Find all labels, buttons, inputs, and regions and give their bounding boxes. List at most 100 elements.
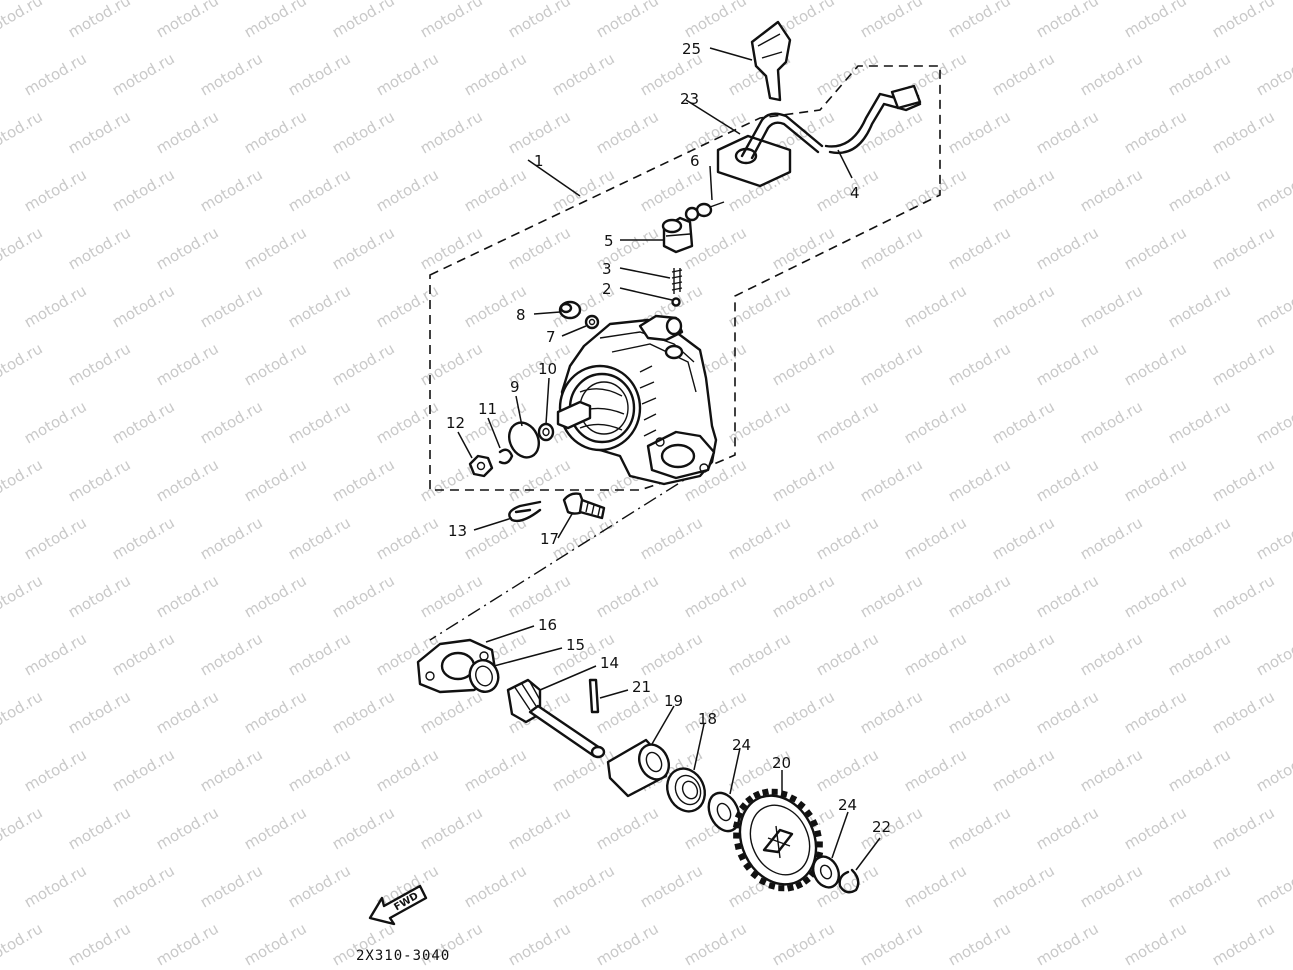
fwd-arrow-icon: FWD bbox=[368, 884, 428, 926]
watermark-text: motod.ru bbox=[461, 49, 530, 99]
diagram-code: 2X310-3040 bbox=[356, 948, 450, 964]
watermark-text: motod.ru bbox=[373, 281, 442, 331]
watermark-text: motod.ru bbox=[813, 165, 882, 215]
watermark-text: motod.ru bbox=[109, 397, 178, 447]
watermark-text: motod.ru bbox=[21, 49, 90, 99]
watermark-text: motod.ru bbox=[549, 49, 618, 99]
watermark-text: motod.ru bbox=[945, 803, 1014, 853]
watermark-text: motod.ru bbox=[21, 513, 90, 563]
watermark-text: motod.ru bbox=[109, 861, 178, 911]
watermark-text: motod.ru bbox=[901, 513, 970, 563]
watermark-text: motod.ru bbox=[1033, 687, 1102, 737]
watermark-text: motod.ru bbox=[901, 397, 970, 447]
gear-tooth bbox=[761, 788, 770, 796]
watermark-text: motod.ru bbox=[1033, 571, 1102, 621]
callout-13: 13 bbox=[448, 522, 467, 540]
callout-25: 25 bbox=[682, 40, 701, 58]
watermark-text: motod.ru bbox=[505, 223, 574, 273]
watermark-text: motod.ru bbox=[989, 513, 1058, 563]
watermark-text: motod.ru bbox=[813, 629, 882, 679]
watermark-text: motod.ru bbox=[21, 397, 90, 447]
watermark-text: motod.ru bbox=[857, 571, 926, 621]
watermark-text: motod.ru bbox=[1077, 513, 1146, 563]
watermark-text: motod.ru bbox=[0, 223, 46, 273]
gear-tooth bbox=[734, 811, 743, 820]
gear-tooth bbox=[737, 852, 746, 861]
watermark-text: motod.ru bbox=[0, 745, 2, 795]
watermark-text: motod.ru bbox=[989, 49, 1058, 99]
watermark-text: motod.ru bbox=[505, 919, 574, 969]
watermark-text: motod.ru bbox=[1253, 861, 1293, 911]
watermark-text: motod.ru bbox=[505, 455, 574, 505]
watermark-text: motod.ru bbox=[1165, 745, 1234, 795]
watermark-text: motod.ru bbox=[0, 281, 2, 331]
watermark-text: motod.ru bbox=[681, 919, 750, 969]
watermark-text: motod.ru bbox=[329, 0, 398, 41]
leader-lines bbox=[457, 47, 881, 871]
watermark-text: motod.ru bbox=[901, 629, 970, 679]
watermark-text: motod.ru bbox=[857, 687, 926, 737]
watermark-text: motod.ru bbox=[417, 571, 486, 621]
watermark-text: motod.ru bbox=[945, 0, 1014, 41]
watermark-text: motod.ru bbox=[329, 803, 398, 853]
part-20-gear bbox=[732, 788, 824, 892]
watermark-text: motod.ru bbox=[153, 571, 222, 621]
watermark-text: motod.ru bbox=[285, 629, 354, 679]
callout-8: 8 bbox=[516, 306, 526, 324]
watermark-text: motod.ru bbox=[241, 223, 310, 273]
watermark-text: motod.ru bbox=[945, 687, 1014, 737]
part-3-spring bbox=[671, 268, 683, 294]
watermark-text: motod.ru bbox=[681, 571, 750, 621]
watermark-text: motod.ru bbox=[241, 803, 310, 853]
watermark-text: motod.ru bbox=[21, 629, 90, 679]
watermark-text: motod.ru bbox=[109, 49, 178, 99]
gear-tooth bbox=[752, 790, 761, 799]
watermark-text: motod.ru bbox=[285, 49, 354, 99]
watermark-text: motod.ru bbox=[549, 745, 618, 795]
watermark-text: motod.ru bbox=[197, 513, 266, 563]
watermark-text: motod.ru bbox=[1121, 919, 1190, 969]
callout-10: 10 bbox=[538, 360, 557, 378]
watermark-text: motod.ru bbox=[857, 455, 926, 505]
watermark-text: motod.ru bbox=[153, 455, 222, 505]
watermark-text: motod.ru bbox=[1253, 745, 1293, 795]
watermark-text: motod.ru bbox=[505, 107, 574, 157]
watermark-text: motod.ru bbox=[1165, 629, 1234, 679]
callout-17: 17 bbox=[540, 530, 559, 548]
watermark-text: motod.ru bbox=[549, 861, 618, 911]
callout-12: 12 bbox=[446, 414, 465, 432]
watermark-text: motod.ru bbox=[1253, 165, 1293, 215]
watermark-text: motod.ru bbox=[461, 165, 530, 215]
watermark-text: motod.ru bbox=[241, 919, 310, 969]
gear-tooth bbox=[816, 841, 823, 848]
watermark-text: motod.ru bbox=[241, 107, 310, 157]
watermark-text: motod.ru bbox=[813, 49, 882, 99]
part-7-washer bbox=[584, 314, 600, 330]
watermark-text: motod.ru bbox=[417, 0, 486, 41]
watermark-text: motod.ru bbox=[1253, 513, 1293, 563]
watermark-text: motod.ru bbox=[197, 49, 266, 99]
watermark-text: motod.ru bbox=[109, 281, 178, 331]
watermark-text: motod.ru bbox=[1209, 107, 1278, 157]
part-12-nut bbox=[468, 454, 494, 478]
watermark-text: motod.ru bbox=[813, 745, 882, 795]
watermark-text: motod.ru bbox=[989, 629, 1058, 679]
watermark-text: motod.ru bbox=[1165, 397, 1234, 447]
watermark-text: motod.ru bbox=[0, 0, 46, 41]
watermark-text: motod.ru bbox=[813, 513, 882, 563]
watermark-text: motod.ru bbox=[329, 687, 398, 737]
gear-tooth bbox=[733, 832, 740, 839]
watermark-text: motod.ru bbox=[1165, 861, 1234, 911]
watermark-text: motod.ru bbox=[329, 571, 398, 621]
callout-24-a: 24 bbox=[732, 736, 751, 754]
watermark-text: motod.ru bbox=[109, 513, 178, 563]
watermark-text: motod.ru bbox=[241, 687, 310, 737]
callout-3: 3 bbox=[602, 260, 612, 278]
callout-21: 21 bbox=[632, 678, 651, 696]
watermark-text: motod.ru bbox=[0, 803, 46, 853]
watermark-text: motod.ru bbox=[593, 919, 662, 969]
watermark-text: motod.ru bbox=[461, 861, 530, 911]
part-23-bracket bbox=[716, 112, 824, 188]
gear-tooth bbox=[732, 821, 741, 829]
part-9-plate bbox=[508, 421, 540, 459]
